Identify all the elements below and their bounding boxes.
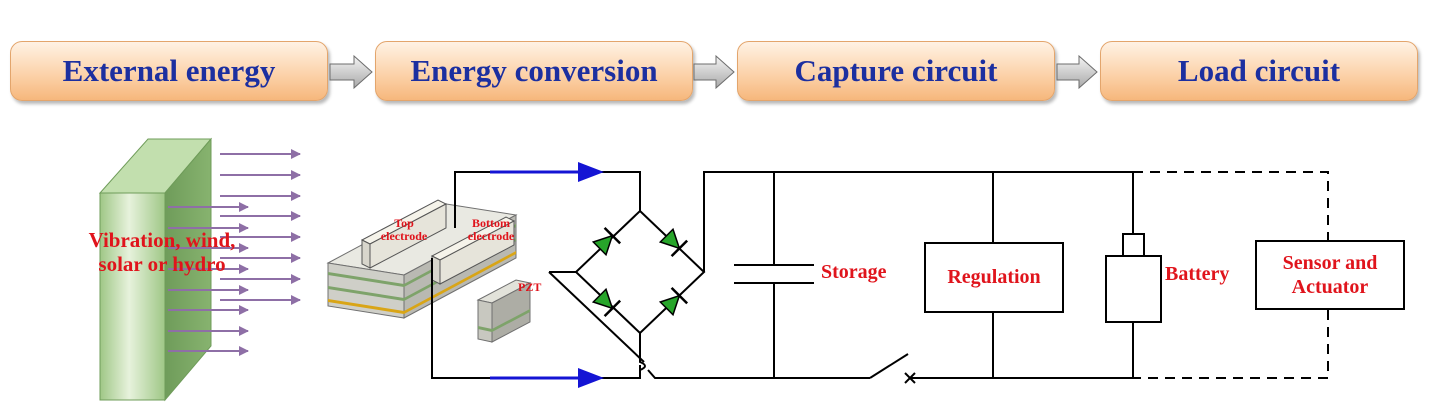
bottom-electrode-label: Bottom electrode [467, 216, 515, 243]
regulation-block: Regulation [924, 242, 1064, 313]
diode-top-left [591, 226, 622, 257]
diode-bottom-left [591, 287, 622, 318]
flow-arrow-1 [329, 54, 373, 90]
diode-top-right [658, 227, 689, 258]
flow-arrow-2 [693, 54, 735, 90]
flow-step-load-circuit: Load circuit [1100, 41, 1418, 101]
diode-bottom-right [658, 286, 689, 317]
flow-step-capture-circuit: Capture circuit [737, 41, 1055, 101]
flow-step-label: Energy conversion [410, 53, 658, 88]
energy-source-slab [98, 137, 213, 402]
flow-arrow-3 [1056, 54, 1098, 90]
storage-label: Storage [821, 261, 887, 283]
current-arrows [490, 162, 604, 388]
battery-symbol [1105, 233, 1162, 323]
flow-step-label: Capture circuit [794, 53, 998, 88]
load-connection-dashed [1133, 171, 1329, 379]
switch-contact-mark [904, 372, 916, 384]
top-electrode-label: Top electrode [380, 216, 428, 243]
flow-step-external-energy: External energy [10, 41, 328, 101]
sensor-actuator-block: Sensor and Actuator [1255, 240, 1405, 310]
flow-step-energy-conversion: Energy conversion [375, 41, 693, 101]
energy-arrows [168, 149, 301, 356]
bridge-diodes [591, 226, 689, 318]
pzt-label: PZT [518, 280, 542, 294]
sensor-actuator-label: Sensor and Actuator [1282, 252, 1378, 298]
battery-label: Battery [1165, 263, 1230, 285]
energy-source-label: Vibration, wind, solar or hydro [88, 228, 236, 276]
regulation-label: Regulation [947, 266, 1041, 288]
flow-step-label: Load circuit [1177, 53, 1341, 88]
flow-step-label: External energy [62, 53, 276, 88]
